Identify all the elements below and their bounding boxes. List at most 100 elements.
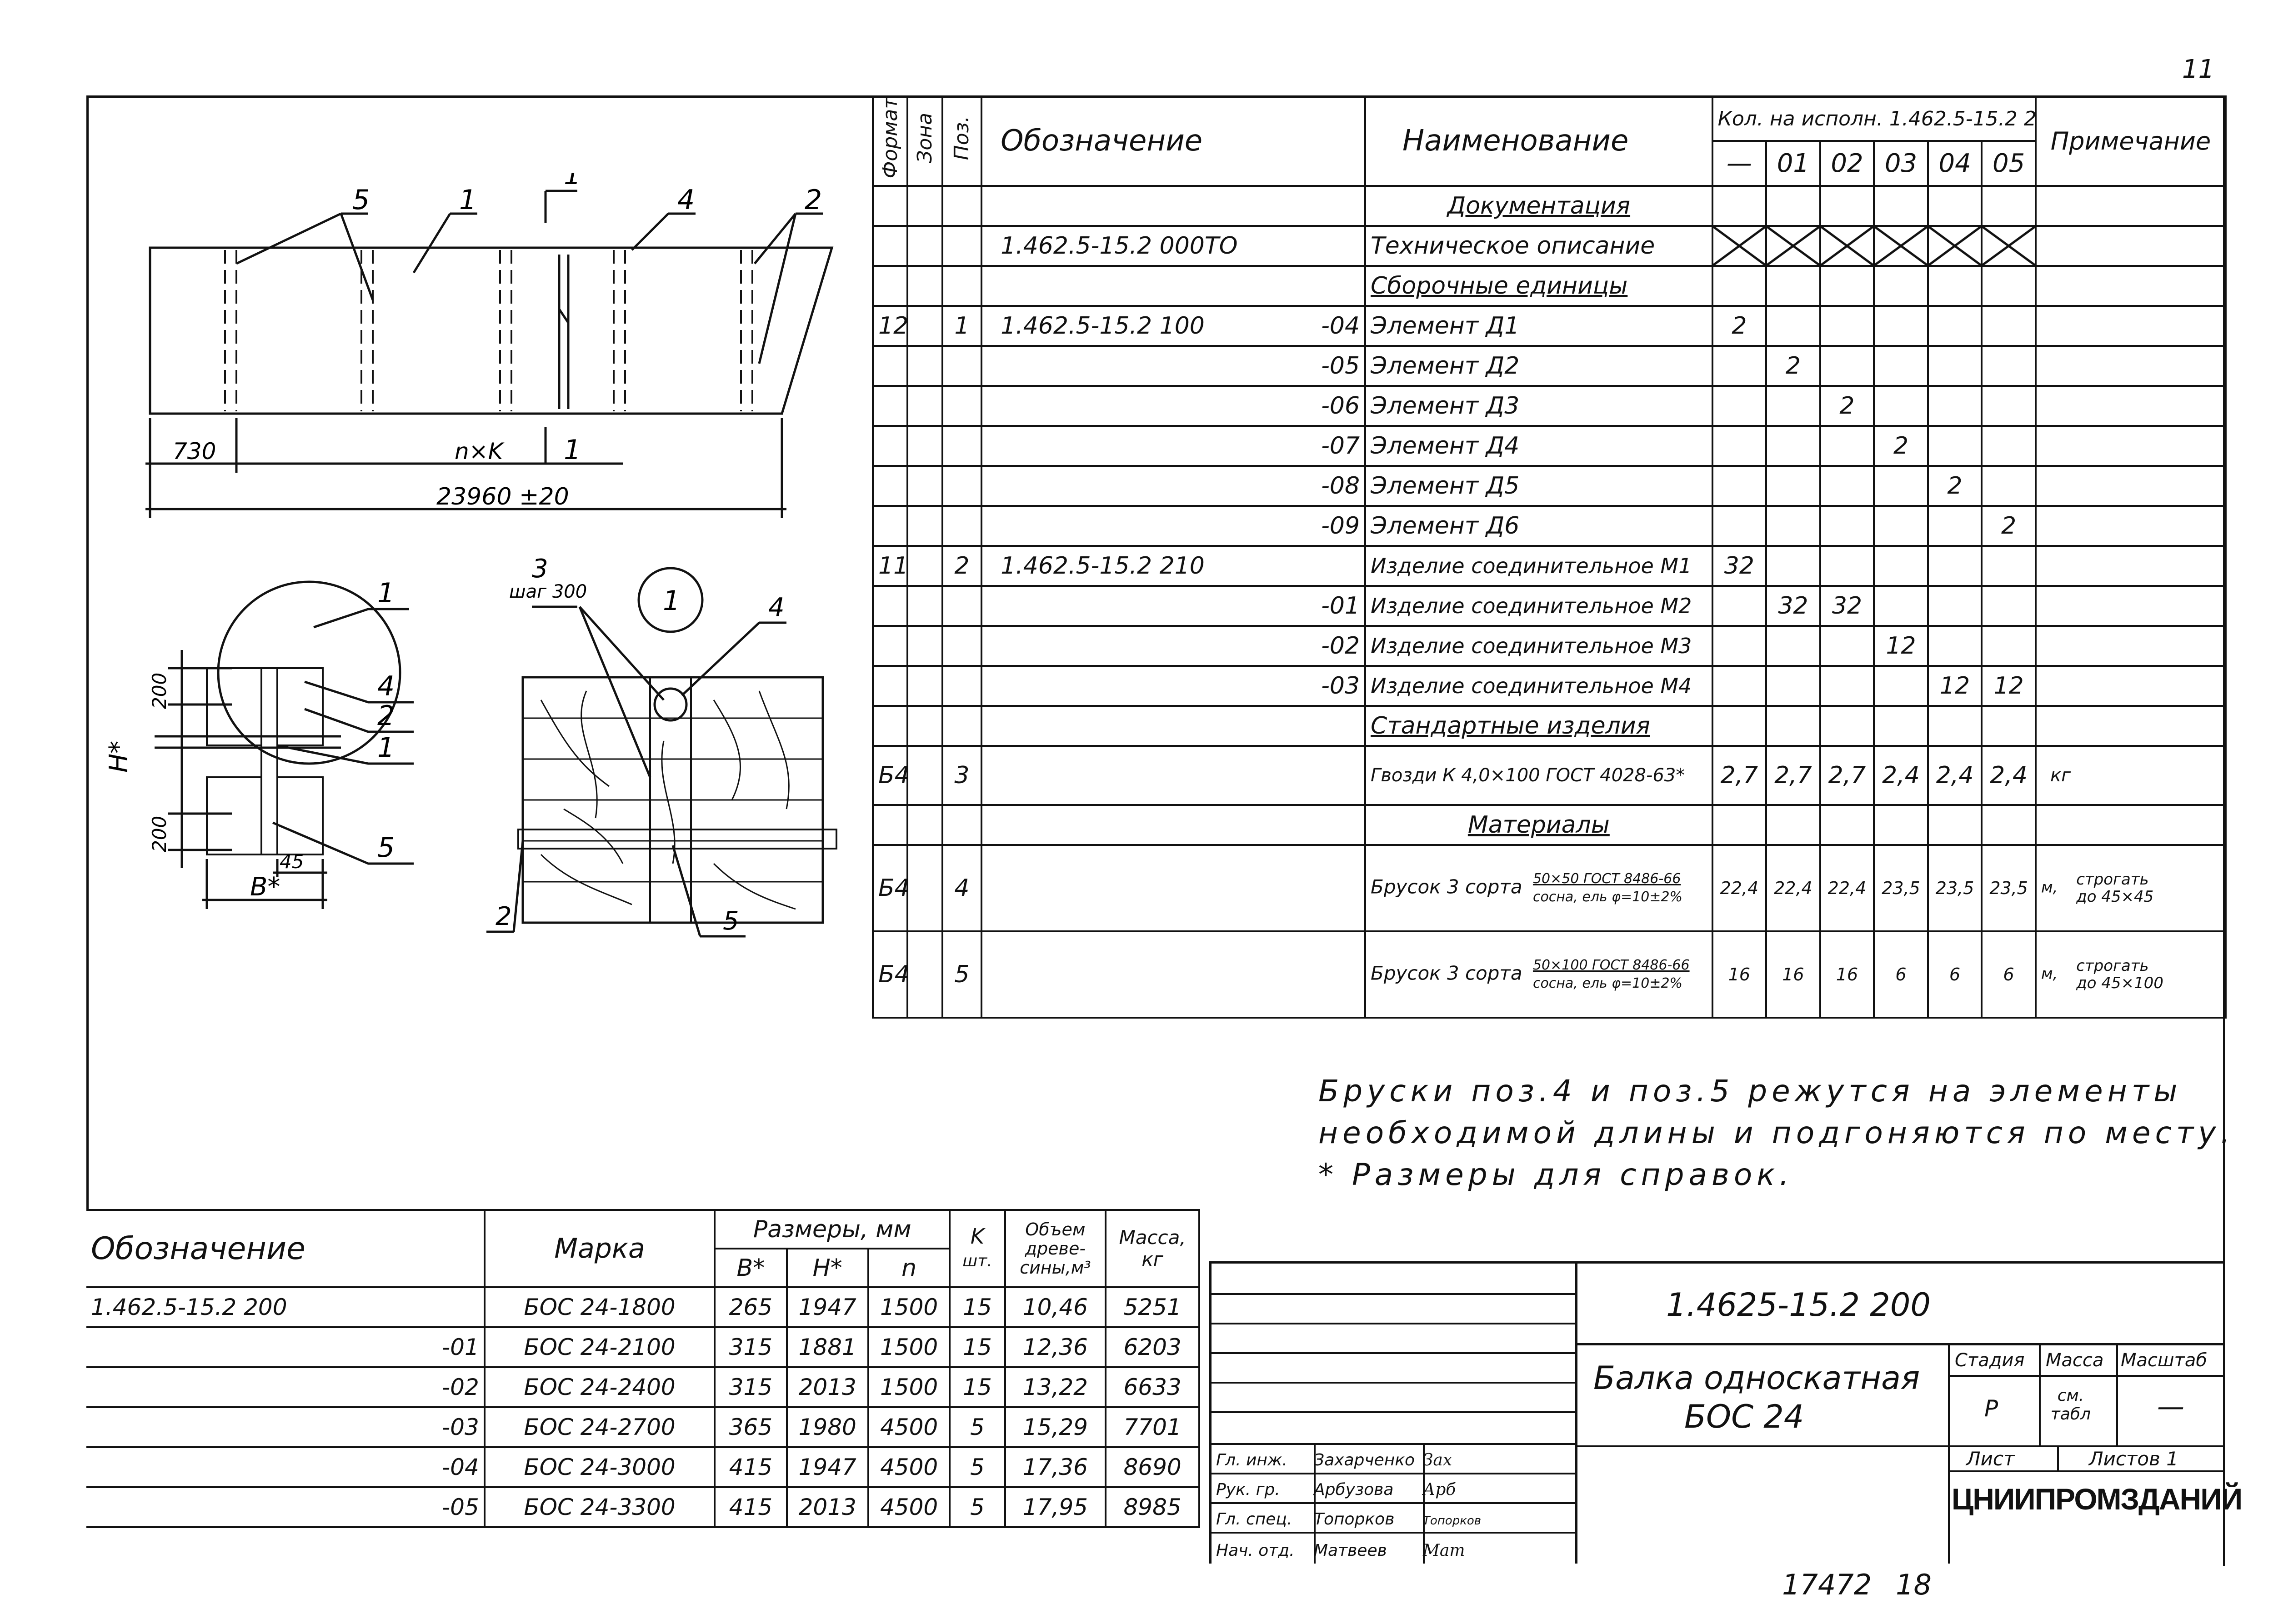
stage-label: Стадия	[1955, 1350, 2025, 1371]
page-number: 11	[2182, 55, 2215, 84]
cell-designation: 1.462.5-15.2 100-04	[981, 305, 1367, 347]
header-note: Примечание	[2034, 95, 2227, 187]
variant-header: 04	[1927, 140, 1983, 187]
cell-qty: 2	[1711, 305, 1767, 347]
label-2c: 2	[496, 902, 512, 931]
section-mark-bottom: 1	[564, 434, 581, 466]
mass-label: Масса	[2046, 1350, 2104, 1371]
scale-value: —	[2157, 1391, 2184, 1423]
cell-name: Элемент Д4	[1364, 425, 1713, 467]
variant-header: —	[1711, 140, 1767, 187]
cell-qty	[1981, 305, 2037, 347]
cell-designation: -09	[981, 505, 1367, 547]
label-4c: 4	[768, 593, 785, 622]
table-row: -01 Изделие соединительное М2 32 32	[871, 585, 2227, 627]
cell-format: 12	[871, 305, 909, 347]
label-1b: 1	[377, 577, 395, 609]
label-3: 3	[532, 554, 548, 584]
cell-qty	[1873, 305, 1929, 347]
label-2: 2	[805, 184, 822, 216]
specification-table: Формат Зона Поз. Обозначение Наименовани…	[871, 95, 2227, 1019]
table-row: -06 Элемент Д3 2	[871, 385, 2227, 427]
beam-drawing: 5 1 4 2 1 1 730 n×K 23960 ±20 1 4 2 1 5 …	[104, 173, 837, 938]
step-label: шаг 300	[509, 581, 587, 602]
mass-value: см. табл	[2050, 1386, 2091, 1424]
dim-H: H*	[104, 741, 134, 773]
cell-designation: -02	[981, 625, 1367, 667]
vt-header-dims: Размеры, мм	[714, 1209, 951, 1249]
cell-name: Элемент Д3	[1364, 385, 1713, 427]
table-row: -07 Элемент Д4 2	[871, 425, 2227, 467]
dim-nxk: n×K	[455, 438, 505, 465]
header-zone: Зона	[906, 95, 943, 187]
sheets-label: Листов 1	[2089, 1448, 2178, 1470]
vt-header-n: n	[867, 1248, 951, 1288]
table-row: 12 1 1.462.5-15.2 100-04 Элемент Д1 2	[871, 305, 2227, 347]
cell-name: Брусок 3 сорта 50×100 ГОСТ 8486-66 сосна…	[1364, 930, 1713, 1019]
vt-header-h: H*	[786, 1248, 869, 1288]
variant-header: 01	[1765, 140, 1821, 187]
header-name: Наименование	[1364, 95, 1713, 187]
dim-45: 45	[280, 850, 304, 873]
cell-qty	[1927, 305, 1983, 347]
signature-grid	[1212, 1264, 1577, 1564]
cell-designation: -01	[981, 585, 1367, 627]
section-standard: Стандартные изделия	[1364, 705, 1713, 747]
dim-200-top: 200	[148, 673, 170, 709]
section-assemblies: Сборочные единицы	[1364, 265, 1713, 307]
cell-name: Брусок 3 сорта 50×50 ГОСТ 8486-66 сосна,…	[1364, 844, 1713, 932]
cell-name: Элемент Д5	[1364, 465, 1713, 507]
frame-left-line	[86, 95, 89, 1209]
sheet-label: Лист	[1966, 1448, 2015, 1470]
table-row: 1.462.5-15.2 000ТО Техническое описание	[871, 225, 2227, 267]
section-assemblies-row: Сборочные единицы	[871, 265, 2227, 307]
cell-name: Изделие соединительное М4	[1364, 665, 1713, 707]
note-line: * Размеры для справок.	[1318, 1157, 1794, 1192]
label-1c: 1	[377, 732, 395, 764]
stage-value: Р	[1984, 1395, 1998, 1422]
table-row: -05 Элемент Д2 2	[871, 345, 2227, 387]
cell-name: Изделие соединительное М3	[1364, 625, 1713, 667]
cell-note: кг	[2034, 745, 2227, 806]
cell-designation: 1.462.5-15.2 210	[981, 545, 1367, 587]
table-row: -09 Элемент Д6 2	[871, 505, 2227, 547]
cell-name: Изделие соединительное М2	[1364, 585, 1713, 627]
footer-number: 17472	[1782, 1568, 1872, 1601]
vt-header-volume: Объем древе-сины,м³	[1004, 1209, 1107, 1288]
vt-header-b: B*	[714, 1248, 788, 1288]
drawing-title: Балка односкатная БОС 24	[1593, 1359, 1920, 1435]
organization: ЦНИИПРОМЗДАНИЙ	[1952, 1482, 2243, 1516]
label-5: 5	[352, 184, 370, 216]
vt-header-mass: Масса, кг	[1105, 1209, 1200, 1288]
table-row: -02 Изделие соединительное М3 12	[871, 625, 2227, 667]
label-2b: 2	[377, 700, 395, 732]
header-designation: Обозначение	[981, 95, 1367, 187]
cell-name: Элемент Д6	[1364, 505, 1713, 547]
table-row: Б4 5 Брусок 3 сорта 50×100 ГОСТ 8486-66 …	[871, 930, 2227, 1019]
header-format: Формат	[871, 95, 909, 187]
variant-header: 02	[1819, 140, 1875, 187]
variant-header: 03	[1873, 140, 1929, 187]
footer-sheet: 18	[1896, 1568, 1932, 1601]
vt-header-designation: Обозначение	[86, 1209, 486, 1288]
dim-200-bottom: 200	[148, 816, 170, 852]
vt-header-mark: Марка	[483, 1209, 716, 1288]
beam-outline	[149, 246, 834, 415]
cell-name: Изделие соединительное М1	[1364, 545, 1713, 587]
document-code: 1.4625-15.2 200	[1666, 1286, 1931, 1324]
section-materials: Материалы	[1364, 804, 1713, 846]
doc-designation: 1.462.5-15.2 000ТО	[981, 225, 1367, 267]
scale-label: Масштаб	[2121, 1350, 2208, 1371]
